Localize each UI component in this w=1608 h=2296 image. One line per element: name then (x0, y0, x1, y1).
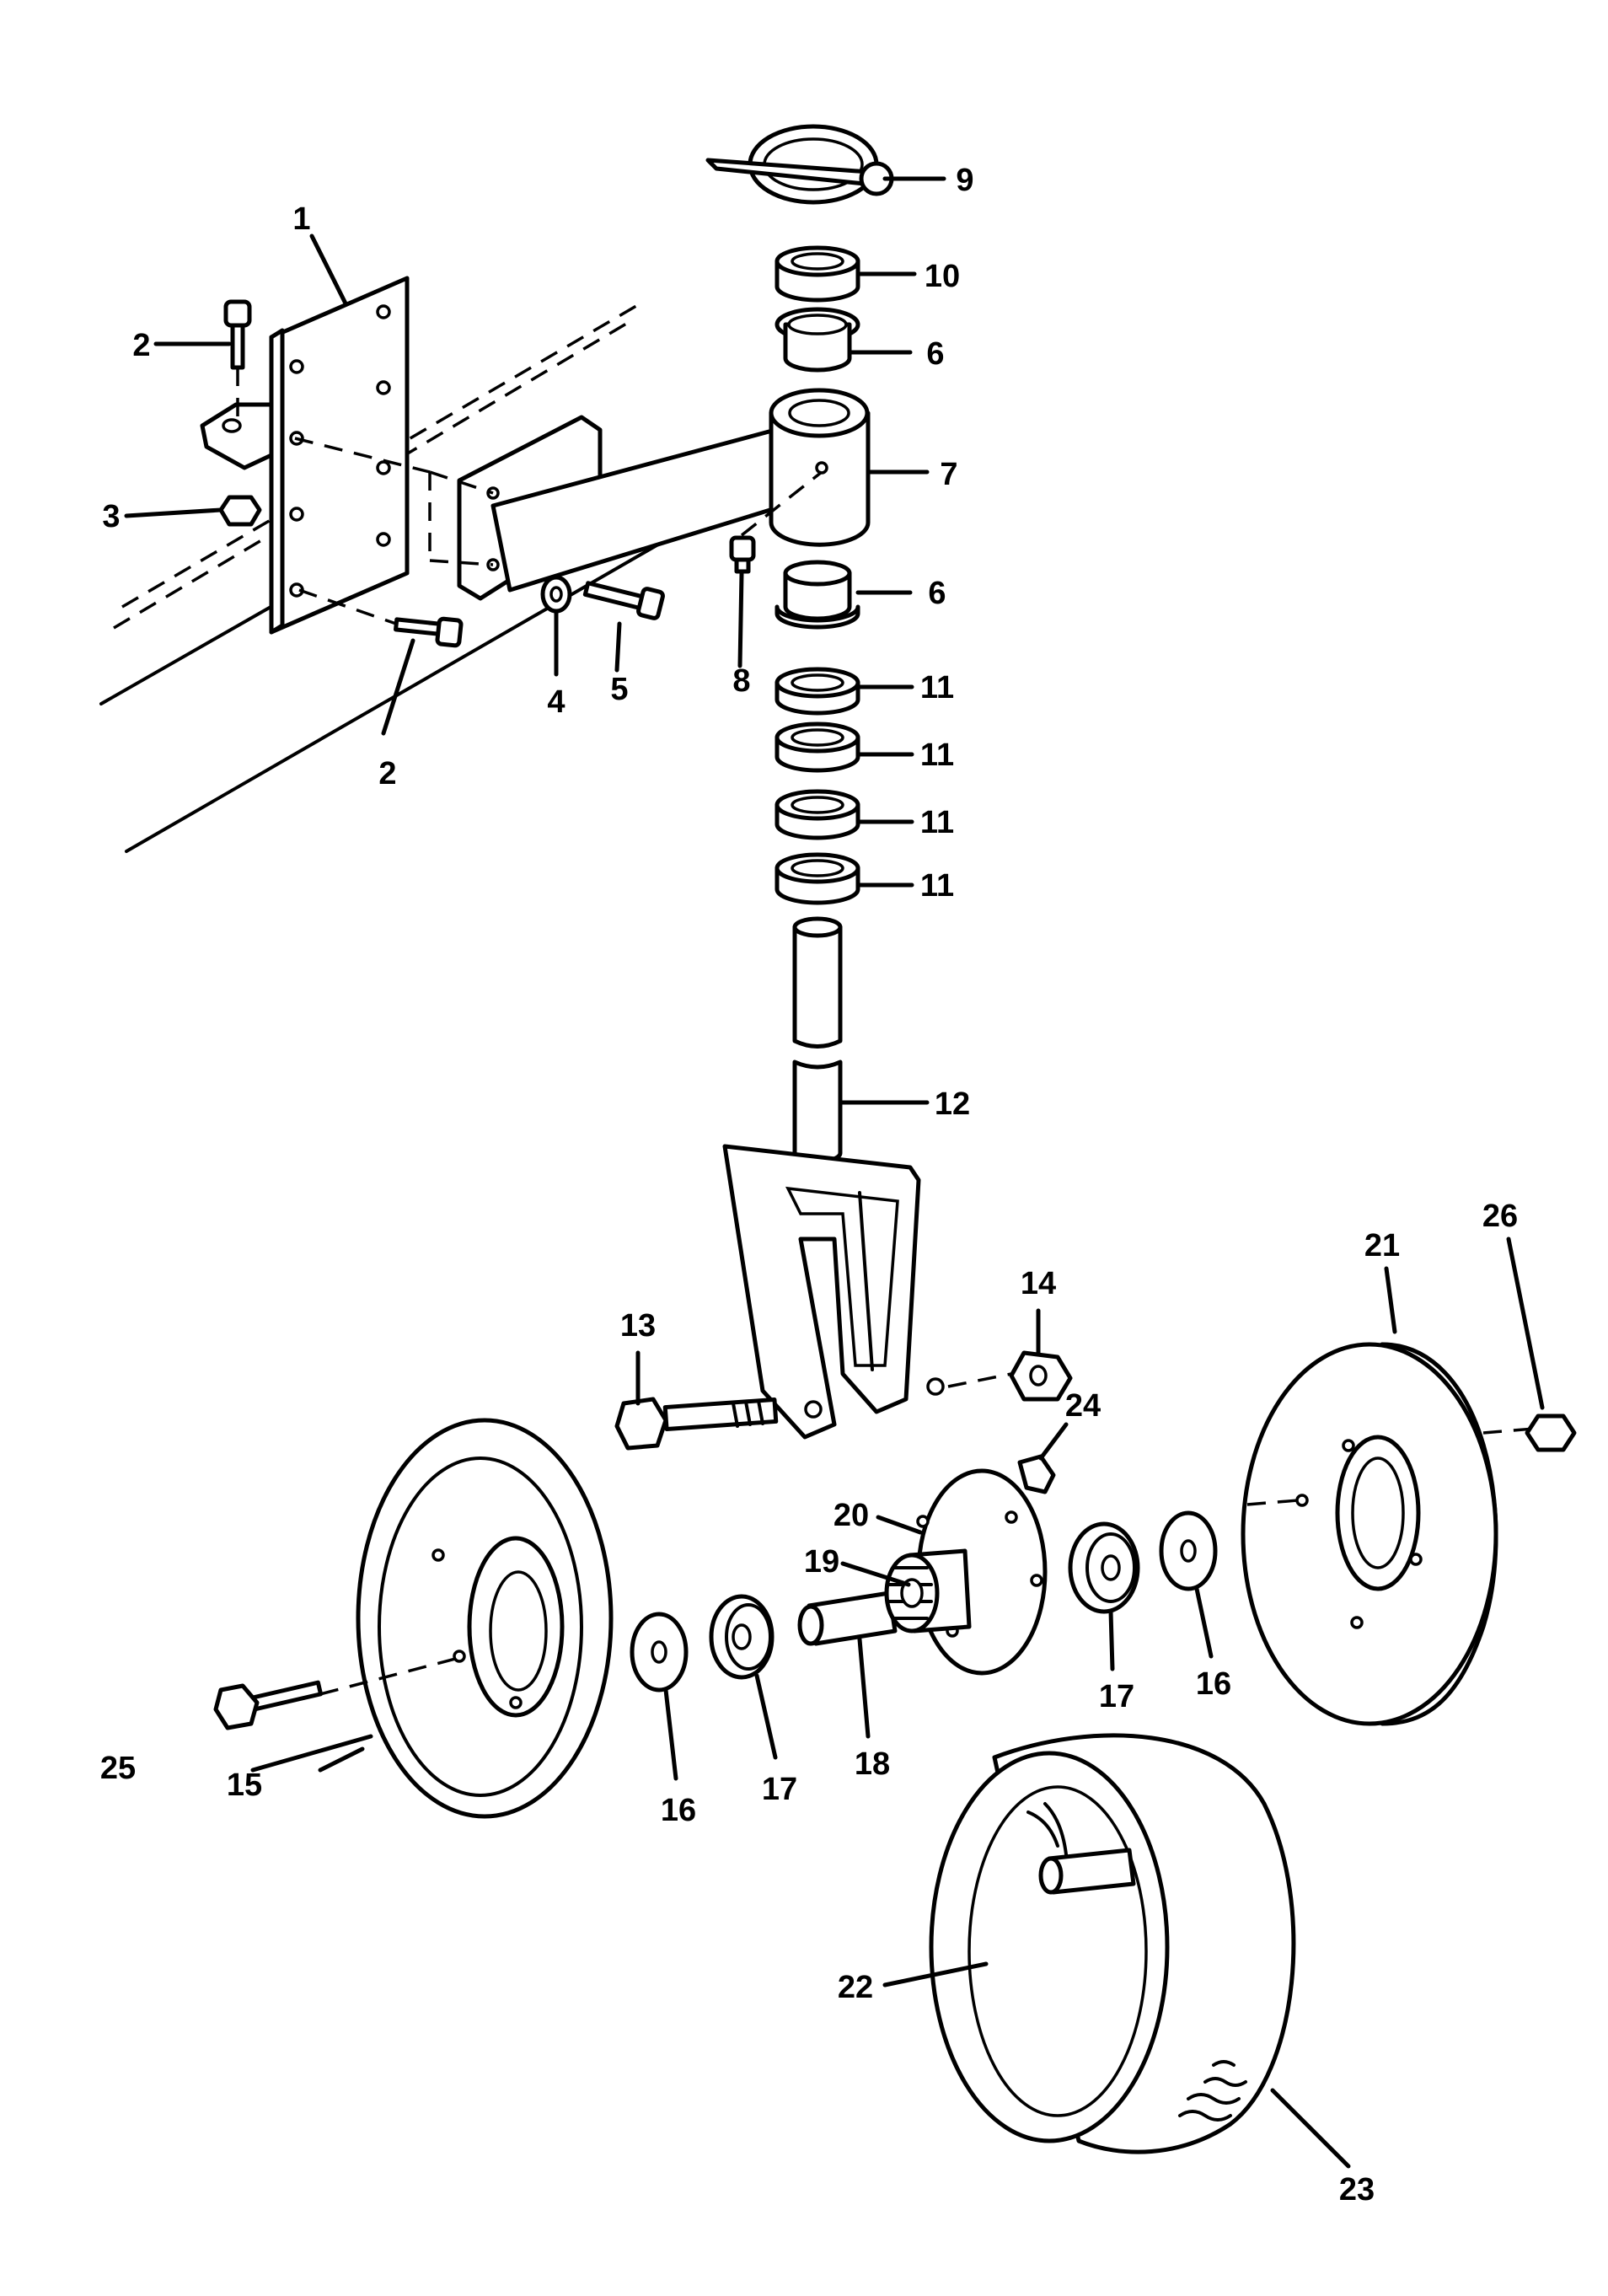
tire (929, 1733, 1296, 2154)
callout: 5 (610, 672, 628, 707)
callout: 3 (102, 499, 120, 534)
spacer-1 (775, 667, 860, 716)
bushing-bottom (775, 560, 860, 630)
callout: 6 (926, 336, 944, 372)
spacer-2 (775, 722, 860, 773)
callout: 23 (1339, 2172, 1375, 2207)
callout: 22 (838, 1970, 873, 2005)
callout: 15 (227, 1768, 262, 1803)
callout: 17 (762, 1772, 797, 1807)
callout: 11 (920, 868, 954, 904)
callout: 25 (100, 1751, 136, 1786)
spacer-3 (775, 789, 860, 840)
callout: 20 (833, 1498, 869, 1533)
callout: 24 (1065, 1388, 1101, 1424)
caster-yoke (722, 916, 945, 1440)
callout: 11 (920, 670, 954, 705)
callout: 17 (1099, 1679, 1134, 1714)
bolt-bottom (298, 588, 464, 648)
axle-nut (947, 1350, 1073, 1402)
bolt-top (223, 299, 252, 417)
callout: 11 (920, 805, 954, 840)
thrust-washer (775, 245, 860, 303)
splined-shaft (884, 1548, 972, 1633)
callout: 1 (292, 201, 310, 237)
wheel-half-right (1241, 1342, 1498, 1726)
callout: 7 (940, 457, 957, 492)
callout: 18 (855, 1746, 890, 1782)
caster-arm (294, 388, 871, 601)
callout: 4 (547, 684, 565, 720)
mounting-plate (269, 276, 410, 635)
wheel-half-left (356, 1418, 614, 1819)
callout: 11 (920, 738, 954, 773)
callout: 12 (935, 1086, 970, 1122)
callout: 9 (956, 163, 973, 198)
callout: 2 (378, 756, 396, 791)
grease-fitting-arm (729, 535, 756, 574)
callout: 8 (732, 663, 750, 699)
wheel-nut (1482, 1414, 1577, 1452)
washer-left (630, 1612, 689, 1692)
deck-bracket (200, 402, 274, 470)
callout: 26 (1482, 1199, 1518, 1234)
lynch-pin (705, 124, 894, 205)
spacer-tube (797, 1591, 898, 1646)
grease-fitting-hub (1017, 1454, 1056, 1494)
bushing-top (775, 307, 860, 373)
wheel-bolt (213, 1655, 463, 1730)
callout: 10 (925, 259, 960, 294)
callout: 16 (1196, 1666, 1231, 1702)
deck-edge-lines (99, 302, 676, 853)
washer-arm (540, 575, 572, 614)
bolt-arm (582, 581, 665, 620)
callout: 16 (661, 1793, 696, 1828)
callout: 19 (804, 1544, 839, 1580)
axle-bolt (614, 1397, 779, 1451)
nut-left (218, 495, 262, 527)
inner-tube (1038, 1848, 1136, 1895)
bearing-right (1068, 1521, 1140, 1614)
callout: 2 (132, 328, 150, 363)
bearing-left (709, 1594, 775, 1680)
callout: 21 (1364, 1228, 1400, 1263)
washer-right (1159, 1510, 1218, 1591)
callout: 14 (1021, 1266, 1056, 1301)
callout: 13 (620, 1308, 656, 1344)
callout: 6 (928, 576, 946, 611)
spacer-4 (775, 852, 860, 905)
callout-labels: 1 2 2 3 4 5 6 6 7 8 9 10 11 11 11 11 12 … (100, 163, 1518, 2207)
leader-lines (124, 176, 1545, 2169)
